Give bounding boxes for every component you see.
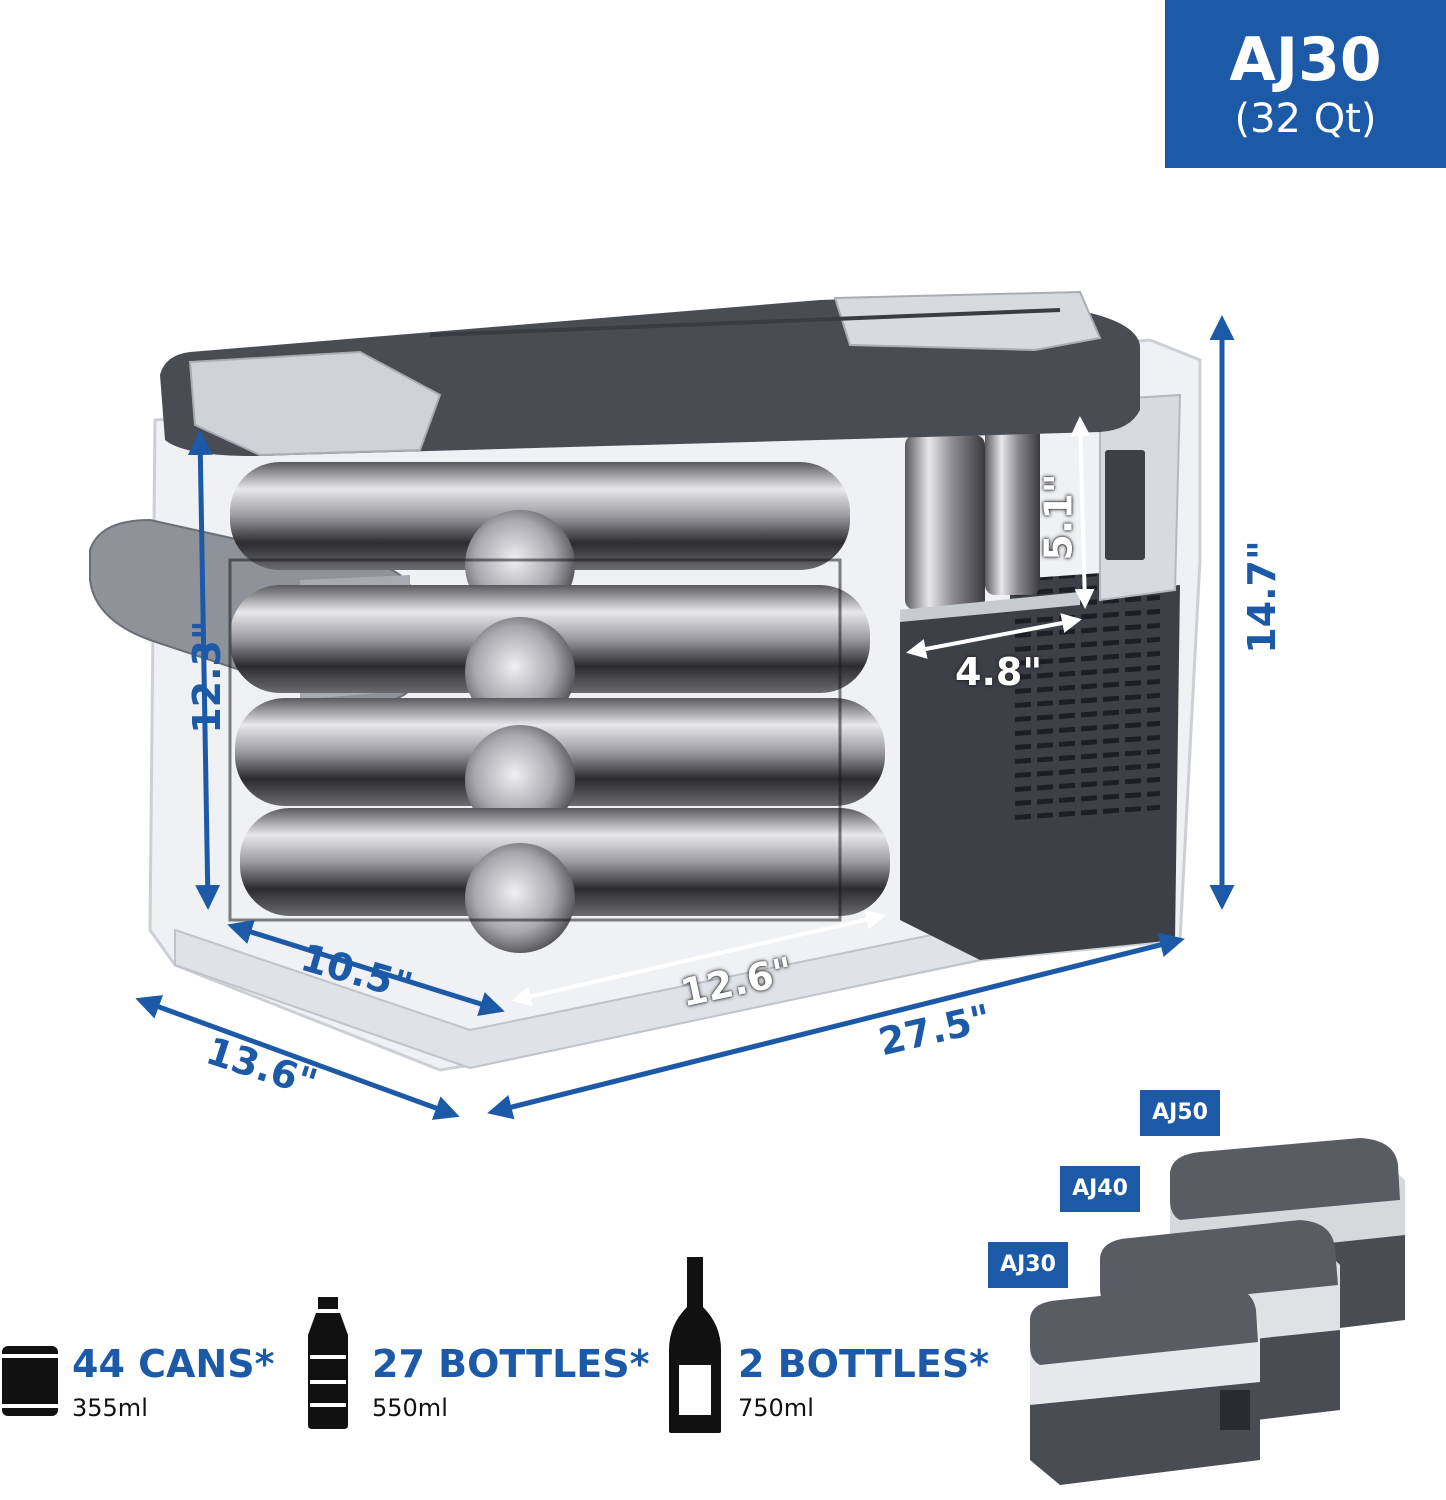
capacity-cans-size: 355ml bbox=[72, 1394, 148, 1422]
capacity-cans: 44 CANS* 355ml bbox=[72, 1342, 274, 1422]
capacity-bottles-750-size: 750ml bbox=[738, 1394, 814, 1422]
wine-bottle-icon bbox=[665, 1255, 725, 1439]
dimension-compartment-width: 4.8" bbox=[955, 650, 1043, 694]
fridge-illustration bbox=[89, 290, 1235, 1120]
model-tag-aj40: AJ40 bbox=[1060, 1166, 1140, 1212]
capacity-bottles-750: 2 BOTTLES* 750ml bbox=[738, 1342, 989, 1422]
model-badge: AJ30 (32 Qt) bbox=[1165, 0, 1446, 168]
dimension-height-outer: 14.7" bbox=[1239, 540, 1284, 654]
can-icon bbox=[0, 1340, 60, 1424]
capacity-bottles-750-count: 2 BOTTLES* bbox=[738, 1342, 990, 1386]
capacity-bottles-550-count: 27 BOTTLES* bbox=[372, 1342, 650, 1386]
model-tag-aj50: AJ50 bbox=[1140, 1090, 1220, 1136]
capacity-cans-count: 44 CANS* bbox=[72, 1342, 275, 1386]
model-tag-aj30: AJ30 bbox=[988, 1242, 1068, 1288]
water-bottle-icon bbox=[300, 1295, 356, 1434]
model-capacity: (32 Qt) bbox=[1234, 96, 1377, 142]
model-name: AJ30 bbox=[1229, 25, 1382, 95]
capacity-bottles-550: 27 BOTTLES* 550ml bbox=[372, 1342, 650, 1422]
capacity-bottles-550-size: 550ml bbox=[372, 1394, 448, 1422]
dimension-compartment-height: 5.1" bbox=[1036, 473, 1081, 561]
model-lineup-illustration bbox=[1030, 1138, 1405, 1485]
dimension-height-inner: 12.3" bbox=[184, 620, 229, 734]
